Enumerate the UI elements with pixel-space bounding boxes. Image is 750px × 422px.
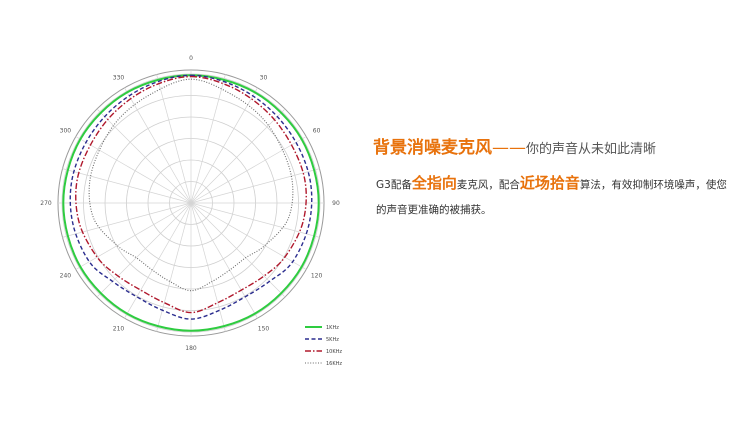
grid-spoke (190, 136, 307, 204)
description: G3配备全指向麦克风，配合近场拾音算法，有效抑制环境噪声，使您的声音更准确的被捕… (376, 171, 736, 223)
grid-spoke (124, 202, 192, 319)
desc-emphasis-omni: 全指向 (411, 174, 457, 192)
angle-label-60: 60 (313, 128, 321, 135)
grid-spoke (190, 74, 226, 204)
grid-spoke (62, 168, 192, 204)
grid-spoke (190, 108, 286, 204)
headline-tail: 你的声音从未如此清晰 (526, 142, 657, 157)
series-10khz (75, 75, 307, 314)
angle-label-90: 90 (332, 200, 340, 207)
angle-label-180: 180 (185, 345, 197, 352)
angle-label-120: 120 (311, 273, 323, 280)
series-5khz (69, 74, 313, 320)
grid-spoke (75, 136, 192, 204)
grid-spoke (156, 74, 192, 204)
grid-spoke (124, 87, 192, 204)
legend: 1KHz 5KHz 10KHz 16KHz (305, 325, 342, 367)
legend-label-5khz: 5KHz (326, 337, 339, 343)
angle-label-150: 150 (258, 326, 270, 333)
series-layer (62, 74, 320, 332)
angle-label-210: 210 (113, 326, 125, 333)
angle-label-30: 30 (260, 74, 268, 81)
angle-label-300: 300 (60, 128, 72, 135)
polar-grid (57, 69, 325, 337)
angle-label-0: 0 (189, 55, 193, 62)
grid-spoke (190, 202, 226, 332)
legend-label-1khz: 1KHz (326, 325, 339, 331)
angle-label-240: 240 (60, 273, 72, 280)
grid-spoke (190, 202, 307, 270)
grid-spoke (62, 202, 192, 238)
grid-spoke (190, 202, 258, 319)
series-1khz (62, 74, 320, 332)
grid-spoke (190, 202, 320, 238)
grid-spoke (190, 202, 286, 298)
desc-part-3: 算法，有效抑制环境噪声，使您的声音更准确的被捕获。 (376, 179, 727, 216)
angle-label-330: 330 (113, 74, 125, 81)
grid-spoke (190, 87, 258, 204)
angle-label-270: 270 (40, 200, 52, 207)
grid-spoke (75, 202, 192, 270)
legend-label-10khz: 10KHz (326, 349, 342, 355)
series-16khz (88, 78, 294, 292)
headline-dash: —— (492, 138, 526, 158)
desc-emphasis-nearfield: 近场拾音 (519, 174, 580, 192)
headline: 背景消噪麦克风——你的声音从未如此清晰 (373, 133, 743, 158)
grid-spoke (96, 108, 192, 204)
headline-main: 背景消噪麦克风 (373, 138, 492, 158)
angle-labels: 0 30 60 90 120 150 180 210 240 270 300 330 (40, 55, 340, 352)
desc-part-1: G3配备 (376, 179, 412, 191)
legend-label-16khz: 16KHz (326, 361, 342, 367)
grid-spoke (96, 202, 192, 298)
desc-part-2: 麦克风，配合 (456, 179, 520, 191)
grid-spoke (190, 168, 320, 204)
